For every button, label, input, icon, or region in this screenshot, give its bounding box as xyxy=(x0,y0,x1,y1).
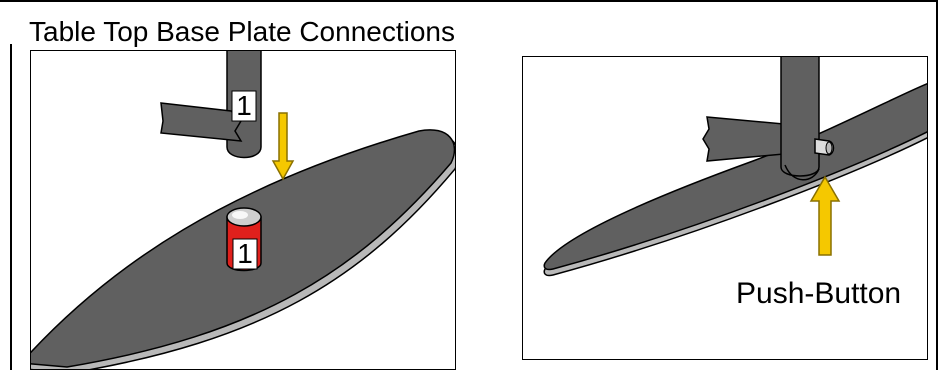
connector-label: 1 xyxy=(237,238,253,269)
leg-post xyxy=(780,57,820,177)
connector-label-box xyxy=(232,238,258,270)
base-plate xyxy=(543,83,927,271)
leg-label-box xyxy=(231,90,257,122)
right-panel: Push-Button xyxy=(522,56,928,360)
left-panel-illustration xyxy=(31,51,455,369)
right-panel-illustration xyxy=(543,57,927,277)
frame-left-edge xyxy=(10,44,12,370)
diagram-title: Table Top Base Plate Connections xyxy=(29,16,455,47)
down-arrow-icon xyxy=(271,112,295,181)
leg-foot xyxy=(784,164,820,181)
leg-label: 1 xyxy=(236,90,252,121)
connector-top-highlight xyxy=(232,211,248,219)
push-button-label: Push-Button xyxy=(736,277,902,310)
left-panel: 1 1 xyxy=(30,50,456,370)
up-arrow-icon xyxy=(809,175,841,256)
